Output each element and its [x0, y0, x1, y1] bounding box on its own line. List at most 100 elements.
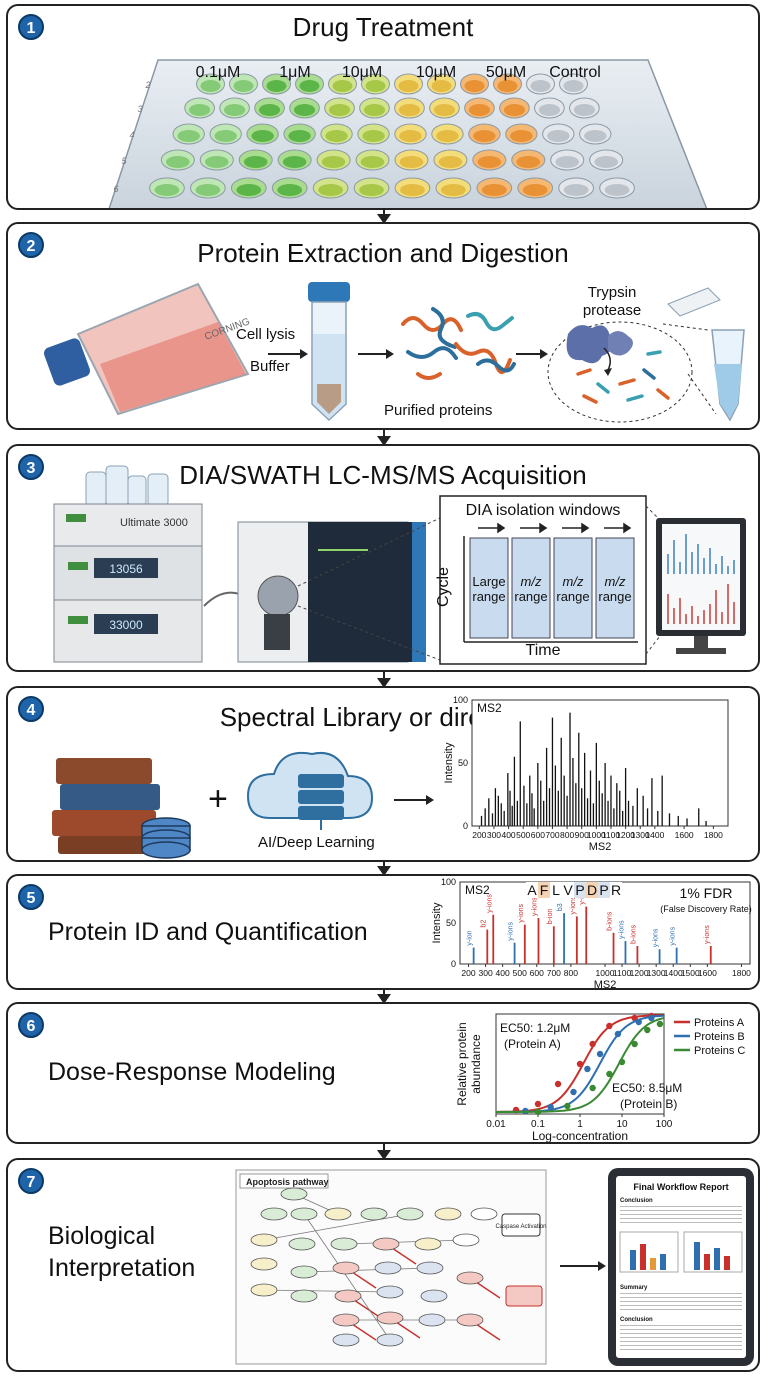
- window-label-top: m/z: [520, 574, 542, 589]
- svg-text:Ultimate 3000: Ultimate 3000: [120, 517, 188, 529]
- well-content: [440, 184, 466, 196]
- legend-label: Proteins C: [694, 1045, 745, 1057]
- y-tick-label: 50: [458, 758, 468, 768]
- residue-box: [550, 882, 562, 898]
- well-content: [360, 156, 385, 168]
- x-tick-label: 1000: [596, 968, 615, 978]
- ion-label: y-ions: [653, 928, 660, 947]
- row-label: 4: [129, 130, 134, 140]
- well-content: [547, 130, 570, 142]
- ec50-annotation-sub: (Protein B): [620, 1097, 677, 1111]
- dose-point: [570, 1088, 577, 1096]
- pathway-node: [434, 1207, 462, 1221]
- ion-label: y-ion: [467, 930, 474, 945]
- pathway-node: [250, 1257, 278, 1271]
- well-content: [438, 156, 463, 168]
- dose-point: [547, 1103, 554, 1111]
- row-label: 6: [113, 184, 118, 194]
- dose-point: [606, 1070, 613, 1078]
- fdr-note: (False Discovery Rate): [660, 904, 752, 914]
- spectrum-label: MS2: [465, 883, 490, 897]
- step-number-badge: 1: [18, 14, 44, 40]
- row-label: 5: [121, 156, 127, 166]
- svg-text:Apoptosis pathway: Apoptosis pathway: [246, 1177, 329, 1187]
- ion-label: y-ions: [531, 897, 538, 916]
- pathway-node: [332, 1313, 360, 1327]
- row-label: 3: [137, 104, 142, 114]
- step-number-badge: 5: [18, 884, 44, 910]
- well-content: [236, 184, 262, 196]
- pathway-node: [360, 1207, 388, 1221]
- cloud-server-icon: [246, 752, 374, 830]
- ion-label: y-ions: [704, 925, 711, 944]
- pathway-node: [418, 1313, 446, 1327]
- pathway-node: [290, 1207, 318, 1221]
- well-content: [433, 104, 456, 116]
- isolation-window: [553, 537, 593, 639]
- plus-sign: +: [208, 780, 228, 818]
- ion-label: b-ion: [547, 909, 554, 925]
- cell-culture-flask: CORNING: [43, 282, 252, 416]
- concentration-label: 1μM: [279, 64, 311, 81]
- well-content: [464, 80, 485, 92]
- well-content: [563, 80, 584, 92]
- residue-box: [526, 882, 538, 898]
- window-label-top: Large: [472, 574, 506, 589]
- well-content: [436, 130, 459, 142]
- dose-point: [534, 1100, 542, 1108]
- peptide-residue: L: [552, 882, 560, 898]
- library-illustration: [52, 752, 434, 859]
- ion-label: y-ions: [486, 894, 493, 913]
- ion-label: b3: [557, 903, 564, 911]
- well-content: [293, 104, 316, 116]
- ion-label: y-ions: [518, 903, 525, 922]
- well-content: [365, 80, 386, 92]
- step-title: Biological Interpretation: [48, 1222, 196, 1282]
- report-arrow: [560, 1261, 606, 1271]
- well-content: [510, 130, 533, 142]
- fdr-label: 1% FDR: [680, 885, 733, 901]
- pathway-node: [250, 1233, 278, 1247]
- well-content: [473, 130, 496, 142]
- well-content: [189, 104, 211, 116]
- step-title: Dose-Response Modeling: [48, 1058, 336, 1086]
- dose-point: [631, 1040, 638, 1048]
- well-content: [204, 156, 229, 168]
- concentration-label: Control: [549, 64, 601, 81]
- pathway-node: [280, 1187, 308, 1201]
- well-content: [398, 104, 421, 116]
- report-section-heading: Summary: [620, 1285, 648, 1291]
- flow-arrow: [377, 862, 391, 876]
- x-tick-label: 900: [575, 830, 589, 840]
- well-content: [277, 184, 303, 196]
- residue-box: [598, 882, 610, 898]
- ion-label: b2: [480, 920, 487, 928]
- pathway-node: [334, 1289, 362, 1303]
- pathway-node: [330, 1237, 358, 1251]
- pathway-node: [456, 1313, 484, 1327]
- step-7-panel: 7 Biological Interpretation Apoptosis pa…: [6, 1158, 760, 1372]
- window-label-top: m/z: [562, 574, 584, 589]
- books-icon: [52, 758, 191, 859]
- row-label: 2: [144, 80, 150, 90]
- report-title: Final Workflow Report: [633, 1182, 729, 1192]
- y-tick-label: 0: [451, 959, 456, 969]
- x-tick-label: 1: [577, 1119, 583, 1130]
- x-tick-label: 1200: [616, 830, 635, 840]
- x-tick-label: 1800: [704, 830, 723, 840]
- x-tick-label: 1100: [602, 830, 621, 840]
- isolation-window: [511, 537, 551, 639]
- spectrum-label: MS2: [477, 701, 502, 715]
- well-content: [177, 130, 200, 142]
- well-content: [584, 130, 607, 142]
- y-axis-label: abundance: [469, 1034, 483, 1094]
- dose-point: [635, 1018, 642, 1026]
- step-number-badge: 4: [18, 696, 44, 722]
- well-content: [522, 184, 548, 196]
- well-content: [166, 156, 190, 168]
- falcon-tube: [308, 282, 350, 422]
